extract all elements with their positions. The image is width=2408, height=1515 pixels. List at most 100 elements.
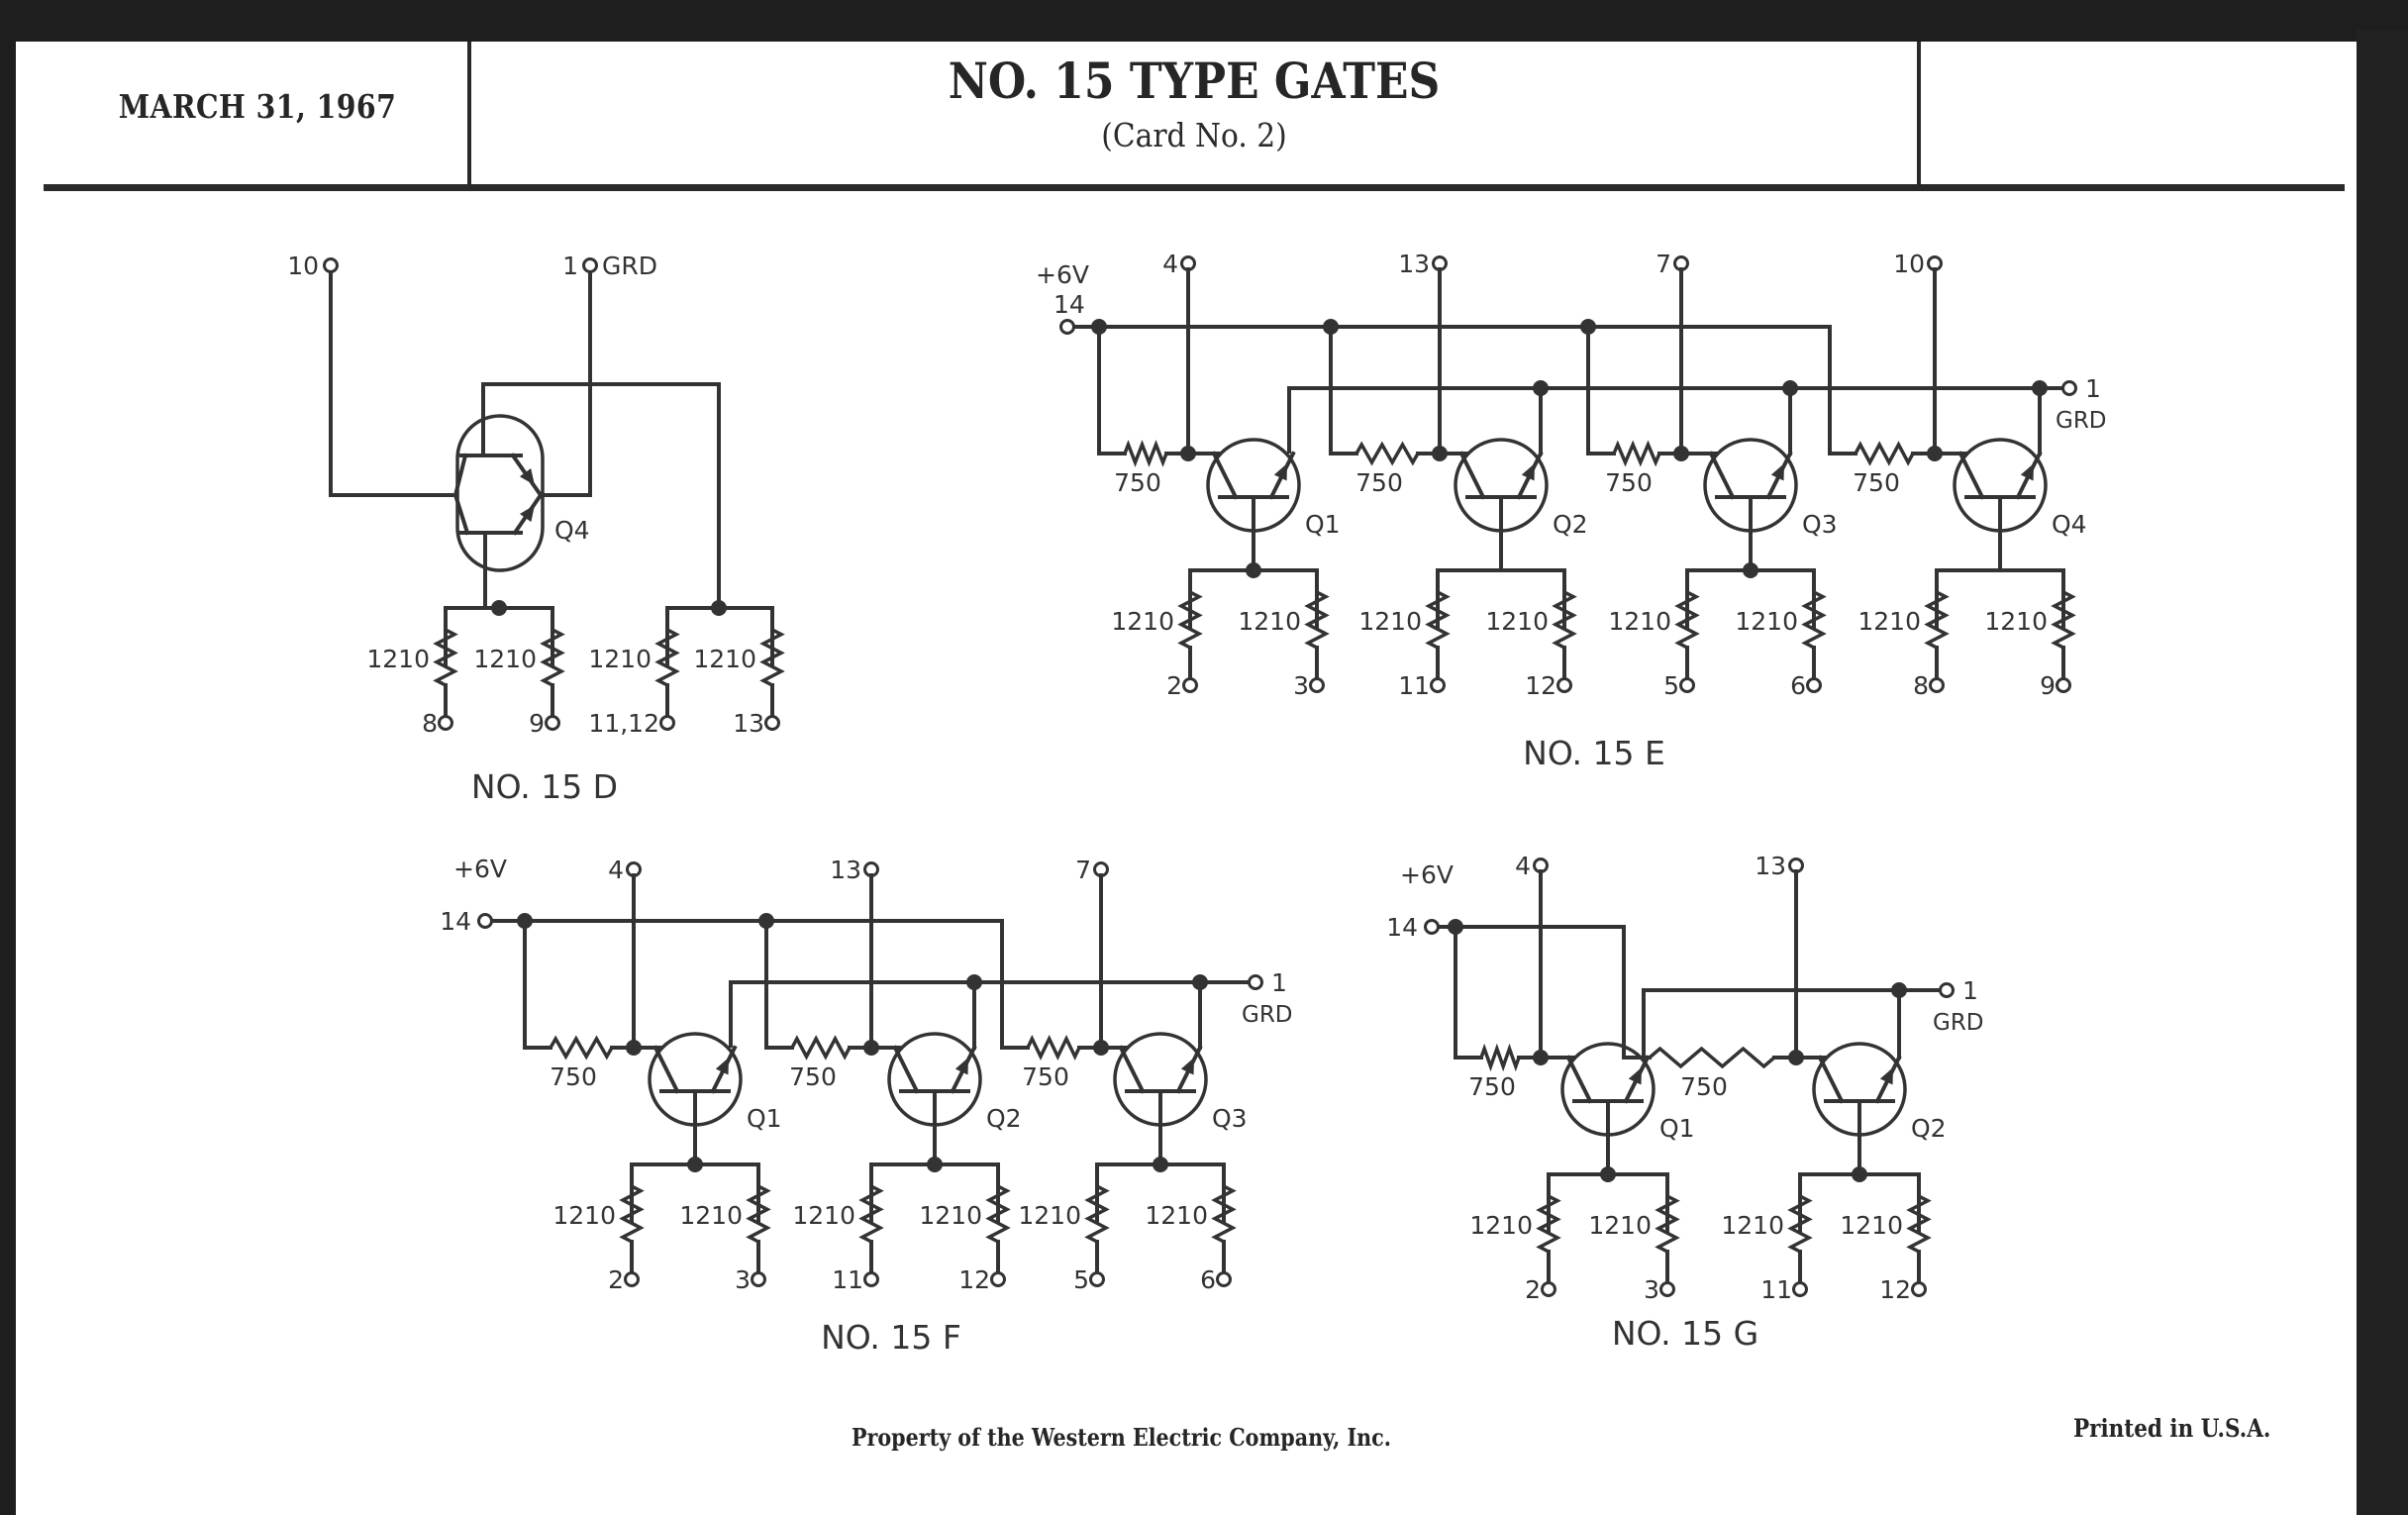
header-rule bbox=[44, 184, 2345, 191]
terminal-label: 1 bbox=[2085, 374, 2101, 403]
resistor-value-label: 1210 bbox=[588, 645, 652, 673]
transistor-label: Q1 bbox=[1305, 510, 1341, 539]
transistor-label: Q2 bbox=[986, 1104, 1022, 1133]
junction-dot bbox=[687, 1157, 703, 1172]
resistor-value-label: 750 bbox=[789, 1062, 837, 1091]
resistor-icon bbox=[1354, 441, 1420, 466]
resistor-icon bbox=[1479, 1043, 1521, 1072]
terminal-icon bbox=[1182, 677, 1198, 693]
resistor-icon bbox=[1612, 440, 1661, 467]
terminal-icon bbox=[1659, 1281, 1675, 1297]
resistor-value-label: 1210 bbox=[1485, 607, 1549, 636]
transistor-collector bbox=[1957, 451, 1985, 500]
terminal-label: 12 bbox=[1525, 671, 1556, 700]
terminal-icon bbox=[323, 257, 339, 273]
transistor-label: Q2 bbox=[1553, 510, 1588, 539]
resistor-icon bbox=[759, 628, 785, 687]
emitter-arrow-icon bbox=[1770, 463, 1784, 481]
emitter-arrow-icon bbox=[1879, 1067, 1893, 1085]
emitter-arrow-icon bbox=[1521, 463, 1535, 481]
transistor-label: Q4 bbox=[554, 516, 590, 545]
junction-dot bbox=[1743, 562, 1758, 578]
junction-dot bbox=[1153, 1157, 1168, 1172]
header-divider-right bbox=[1917, 42, 1921, 186]
terminal-icon bbox=[624, 1271, 640, 1287]
printed-notice: Printed in U.S.A. bbox=[2073, 1414, 2271, 1443]
terminal-label: 7 bbox=[1656, 250, 1671, 278]
transistor-collector bbox=[1458, 451, 1486, 500]
resistor-value-label: 1210 bbox=[792, 1201, 855, 1230]
resistor-icon bbox=[1536, 1194, 1561, 1254]
supply-label: +6V bbox=[1036, 260, 1089, 289]
terminal-label: 13 bbox=[1398, 250, 1430, 278]
ground-label: GRD bbox=[602, 252, 657, 280]
resistor-value-label: 1210 bbox=[1588, 1211, 1652, 1240]
terminal-label: 14 bbox=[1386, 913, 1418, 942]
terminal-label: 11 bbox=[1760, 1275, 1792, 1304]
junction-dot bbox=[2032, 380, 2048, 396]
transistor-collector bbox=[892, 1045, 920, 1094]
resistor-value-label: 750 bbox=[1114, 468, 1161, 497]
ground-rail bbox=[729, 980, 1250, 1048]
resistor-icon bbox=[1854, 441, 1915, 466]
resistor-icon bbox=[2051, 590, 2076, 650]
resistor-icon bbox=[1906, 1194, 1932, 1254]
ground-wire bbox=[543, 271, 592, 497]
resistor-icon bbox=[1211, 1184, 1237, 1244]
terminal-label: 1 bbox=[1271, 968, 1287, 997]
terminal-label: 2 bbox=[1525, 1275, 1541, 1304]
terminal-icon bbox=[751, 1271, 766, 1287]
terminal-icon bbox=[2056, 677, 2071, 693]
resistor-value-label: 1210 bbox=[1984, 607, 2048, 636]
header-divider-left bbox=[467, 42, 471, 186]
terminal-icon bbox=[990, 1271, 1006, 1287]
ground-label: GRD bbox=[1242, 1002, 1293, 1028]
emitter-arrow-icon bbox=[715, 1058, 729, 1075]
resistor-icon bbox=[746, 1184, 771, 1244]
resistor-value-label: 750 bbox=[1468, 1072, 1516, 1101]
terminal-label: 11 bbox=[1398, 671, 1430, 700]
resistor-icon bbox=[1084, 1184, 1110, 1244]
transistor-label: Q3 bbox=[1802, 510, 1838, 539]
resistor-icon bbox=[1924, 590, 1950, 650]
terminal-icon bbox=[1248, 974, 1263, 990]
resistor-value-label: 1210 bbox=[1608, 607, 1671, 636]
card-date: MARCH 31, 1967 bbox=[118, 87, 397, 126]
supply-label: +6V bbox=[1400, 860, 1454, 889]
circuit-15f: +6V141GRD7504Q1121021210375013Q212101112… bbox=[440, 855, 1292, 1357]
emitter-arrow-icon bbox=[954, 1058, 968, 1075]
junction-dot bbox=[1782, 380, 1798, 396]
terminal-icon bbox=[1059, 319, 1075, 335]
circuit-caption: NO. 15 D bbox=[471, 767, 618, 806]
terminal-icon bbox=[1939, 982, 1955, 998]
resistor-value-label: 1210 bbox=[1857, 607, 1921, 636]
ownership-notice: Property of the Western Electric Company… bbox=[852, 1423, 1391, 1452]
resistor-value-label: 1210 bbox=[693, 645, 756, 673]
terminal-icon bbox=[1089, 1271, 1105, 1287]
resistor-value-label: 1210 bbox=[1735, 607, 1798, 636]
terminal-label: 14 bbox=[440, 907, 471, 936]
resistor-value-label: 1210 bbox=[1111, 607, 1174, 636]
collector bbox=[452, 453, 468, 498]
gate-card bbox=[16, 42, 2368, 1515]
terminal-label: 11,12 bbox=[588, 709, 659, 738]
card-subtitle: (Card No. 2) bbox=[1101, 116, 1287, 154]
resistor-icon bbox=[619, 1184, 645, 1244]
terminal-label: 12 bbox=[1879, 1275, 1911, 1304]
transistor-collector bbox=[652, 1045, 680, 1094]
resistor-value-label: 750 bbox=[550, 1062, 597, 1091]
transistor-label: Q2 bbox=[1911, 1114, 1947, 1143]
resistor-value-label: 1210 bbox=[919, 1201, 982, 1230]
terminal-label: 7 bbox=[1075, 856, 1091, 884]
terminal-label: 13 bbox=[1755, 852, 1786, 880]
resistor-icon bbox=[433, 628, 458, 687]
terminal-label: 4 bbox=[1162, 250, 1178, 278]
terminal-label: 8 bbox=[1913, 671, 1929, 700]
terminal-icon bbox=[1430, 677, 1446, 693]
collector-wire bbox=[481, 382, 721, 608]
junction-dot bbox=[927, 1157, 943, 1172]
resistor-value-label: 1210 bbox=[1145, 1201, 1208, 1230]
terminal-label: 6 bbox=[1790, 671, 1806, 700]
terminal-label: 3 bbox=[1644, 1275, 1659, 1304]
circuit-caption: NO. 15 E bbox=[1523, 734, 1665, 772]
